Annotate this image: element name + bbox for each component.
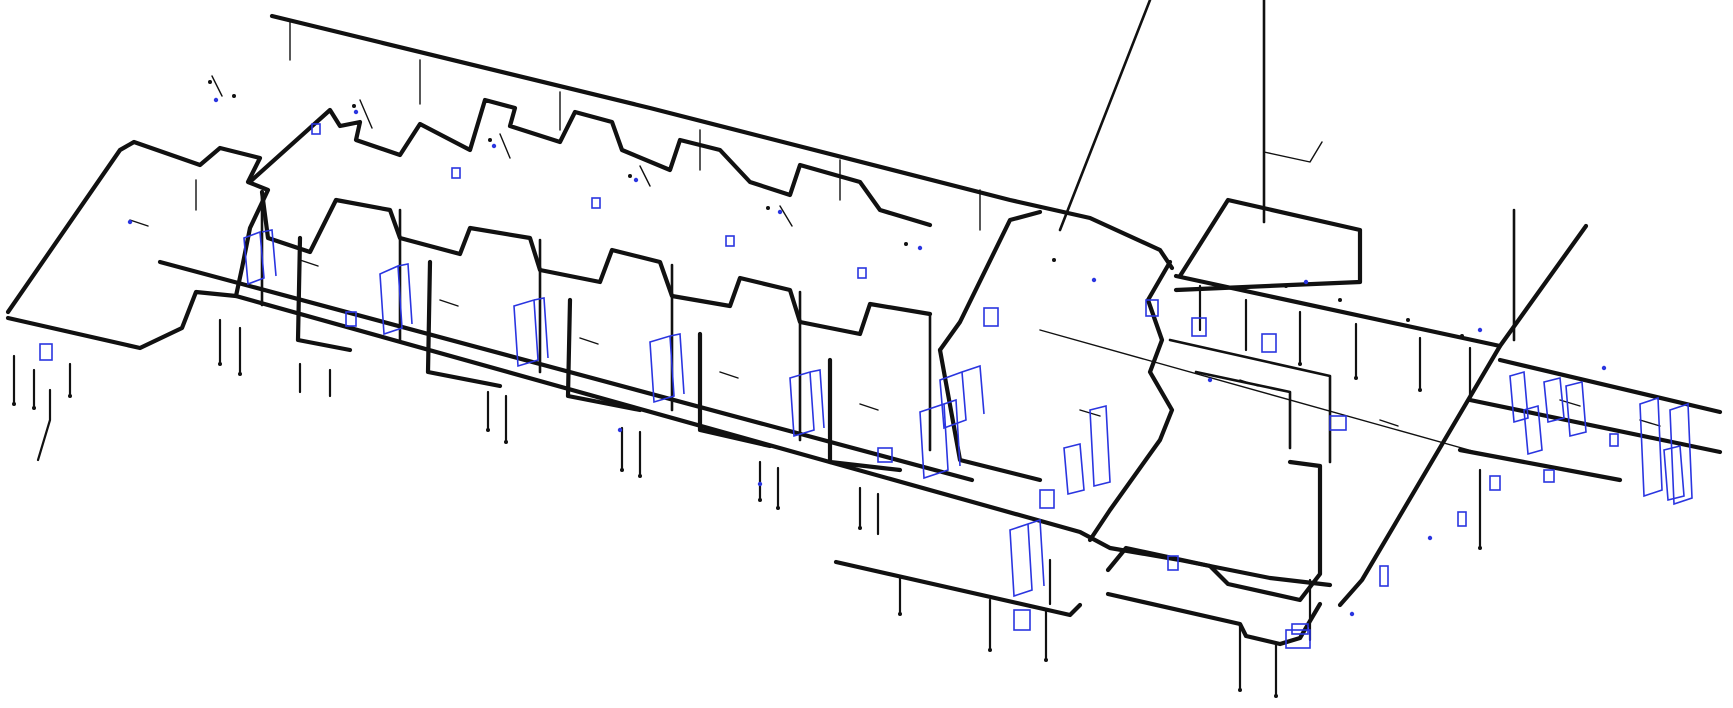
riser-branch [1263,141,1323,163]
fitting-dots [12,80,1482,698]
room-row-pipe-lower [259,189,933,337]
drop-lines-lower [898,558,1312,698]
equipment-small-box [39,123,1619,649]
top-header-pipe [269,13,1175,271]
center-zigzag-pipe [1087,259,1175,543]
lower-annex-outline [833,559,1083,618]
pipe-network-main [5,0,1723,647]
short-stubs [129,219,1661,427]
central-shaft-pipe [937,209,1043,353]
branch-run [195,21,981,231]
pipe-network-branches [12,21,1661,698]
central-diagonal-pipe [937,347,1043,483]
upper-corridor-pipe [157,259,975,483]
equipment-valve-dots [127,97,1607,617]
room-row-pipe [249,97,933,228]
equipment-layer [39,97,1693,649]
riser-pipe-1 [1058,0,1152,232]
equipment-cabinet [243,229,1693,598]
center-annex-outline [1105,459,1323,603]
far-right-box [1457,357,1723,483]
mid-link-3 [1039,329,1477,453]
center-annex-lower [1105,591,1323,647]
drop-lines-mid [486,390,880,536]
drop-lines-left [12,318,332,462]
right-wing-outline [1173,197,1363,293]
drop-lines-right [1198,284,1482,550]
right-diagonal-pipe [1337,343,1503,608]
room-box-lower [295,235,903,473]
mid-link-2 [1194,370,1292,450]
mid-link-1 [1168,338,1332,464]
left-wing-outline [5,139,271,351]
